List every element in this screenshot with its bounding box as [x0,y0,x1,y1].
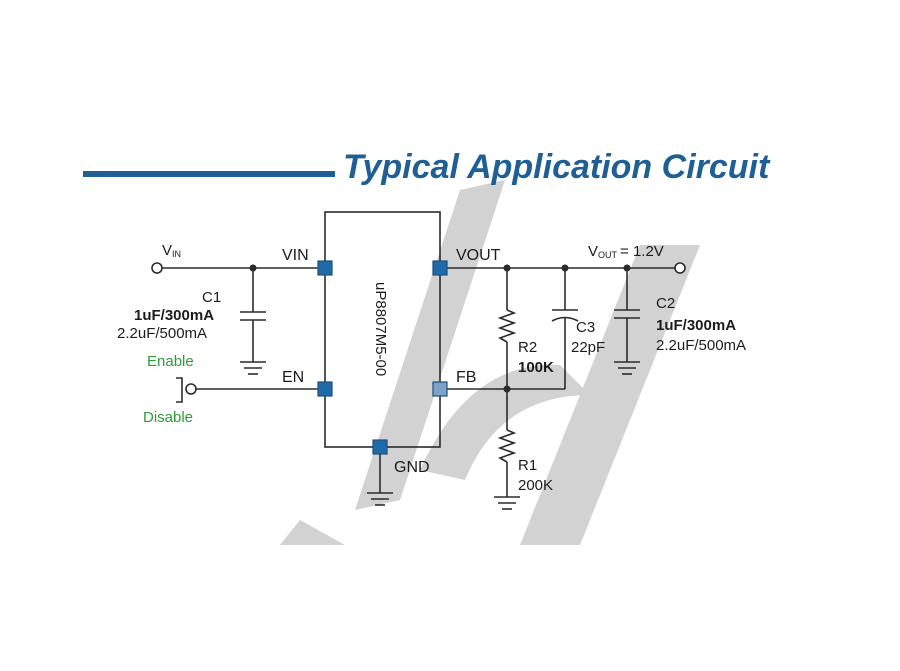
ground-icon [494,496,520,510]
resistor-r2-symbol [497,309,517,343]
vout-label: VOUT= 1.2V [588,243,664,260]
pin-fb-box [432,381,448,397]
capacitor-c2-symbol [614,309,640,319]
c1-name: C1 [202,289,221,306]
c3-name: C3 [576,319,595,336]
en-terminal [185,383,197,395]
vin-label: VIN [162,242,181,259]
c2-spec-2: 2.2uF/500mA [656,337,746,354]
pin-label-vout: VOUT [456,247,501,264]
disable-label: Disable [143,409,193,426]
ground-icon [367,492,393,506]
c3-value: 22pF [571,339,605,356]
c1-spec-1: 1uF/300mA [134,307,214,324]
pin-label-vin: VIN [282,247,309,264]
junction-dots [249,264,631,393]
r1-value: 200K [518,477,553,494]
enable-label: Enable [147,353,194,370]
pin-label-en: EN [282,369,304,386]
r2-value: 100K [518,359,554,376]
vin-terminal [151,262,163,274]
capacitor-c3-symbol [551,309,579,322]
r2-name: R2 [518,339,537,356]
pin-gnd-box [372,439,388,455]
watermark-logo [280,180,700,545]
r1-name: R1 [518,457,537,474]
c1-spec-2: 2.2uF/500mA [117,325,207,342]
pin-en-box [317,381,333,397]
wires [162,267,675,497]
pin-vin-box [317,260,333,276]
pin-vout-box [432,260,448,276]
pin-label-fb: FB [456,369,476,386]
vout-terminal [674,262,686,274]
c2-name: C2 [656,295,675,312]
title-rule [83,171,335,177]
chip-part-number: uP8807M5-00 [372,282,389,376]
ground-icon [614,361,640,375]
page-title: Typical Application Circuit [343,148,771,186]
resistor-r1-symbol [497,429,517,463]
capacitor-c1-symbol [240,311,266,321]
pin-label-gnd: GND [394,459,430,476]
ground-icon [240,361,266,375]
c2-spec-1: 1uF/300mA [656,317,736,334]
